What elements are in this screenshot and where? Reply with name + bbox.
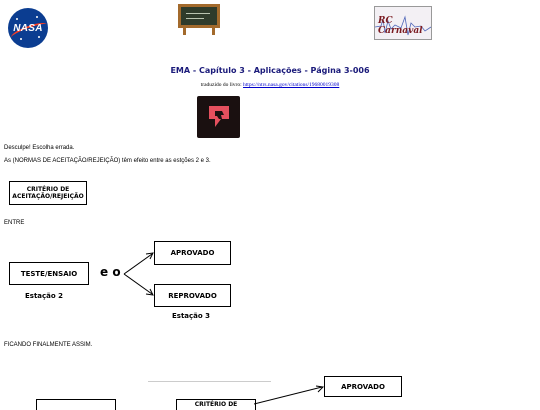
nasa-logo-text: NASA: [13, 22, 43, 34]
criteria-box: CRITÉRIO DE ACEITAÇÃO/REJEIÇÃO: [9, 181, 87, 205]
page-subtitle: traduzido do livro: https://ntrs.nasa.go…: [0, 82, 540, 88]
chalkboard-leg-right: [212, 28, 215, 35]
final-text: FICANDO FINALMENTE ASSIM.: [4, 342, 93, 348]
rejected-box: REPROVADO: [154, 284, 231, 307]
station2-label: Estação 2: [25, 292, 64, 300]
divider: [148, 381, 271, 382]
rc-logo-text: RC Carnaval: [378, 16, 423, 36]
station3-label: Estação 3: [172, 312, 211, 320]
source-link[interactable]: https://ntrs.nasa.gov/citations/19680019…: [243, 82, 340, 88]
thumbs-down-icon: [197, 96, 240, 138]
eo-label: e o: [100, 265, 121, 279]
entre-label: ENTRE: [4, 220, 25, 226]
chalkboard-leg-left: [183, 28, 186, 35]
chalkboard-icon[interactable]: [178, 4, 220, 28]
nasa-logo: NASA: [8, 8, 48, 48]
error-message: Desculpe! Escolha errada.: [4, 145, 75, 151]
page-title: EMA - Capítulo 3 - Aplicações - Página 3…: [170, 66, 370, 75]
test-box: TESTE/ENSAIO: [9, 262, 89, 285]
rc-carnaval-logo[interactable]: RC Carnaval: [374, 6, 432, 40]
approved-box: APROVADO: [154, 241, 231, 265]
approved-box-final: APROVADO: [324, 376, 402, 397]
branch-arrows: [123, 252, 154, 296]
final-arrow: [254, 385, 325, 405]
subtitle-prefix: traduzido do livro:: [200, 82, 244, 88]
explanation-text: As (NORMAS DE ACEITAÇÃO/REJEIÇÃO) têm ef…: [4, 158, 211, 164]
